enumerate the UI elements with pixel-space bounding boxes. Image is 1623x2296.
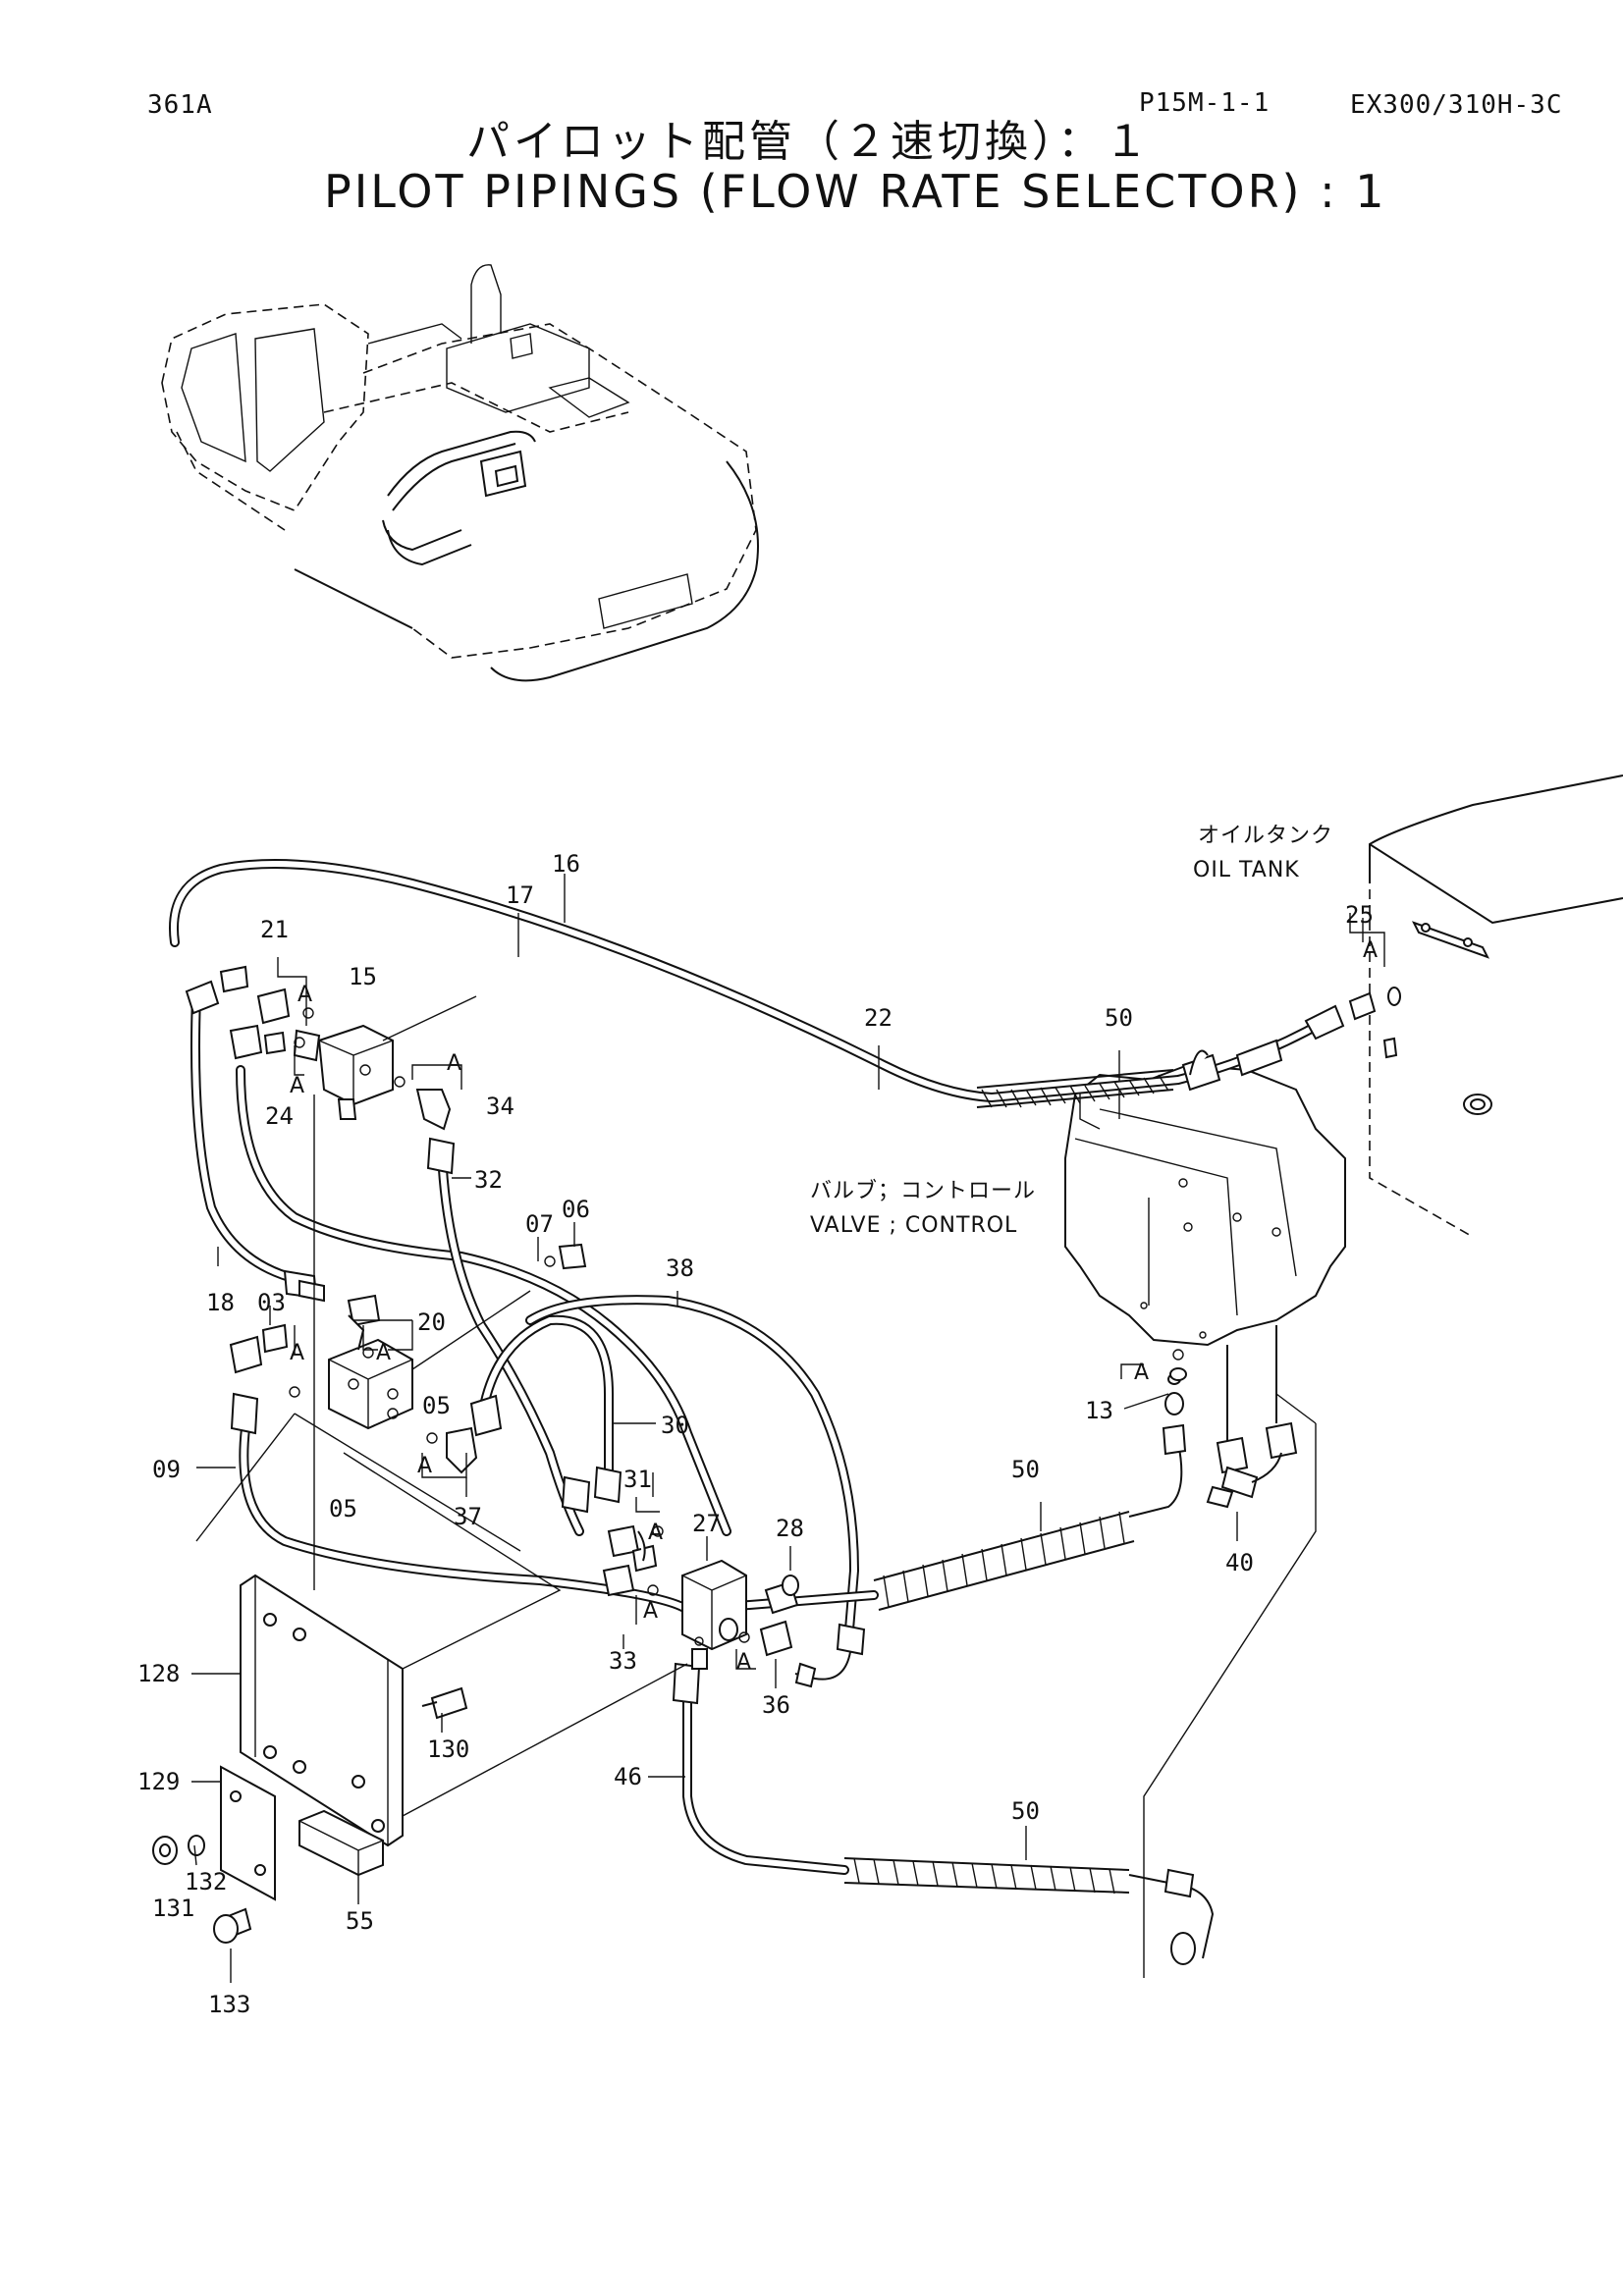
callout-label: 30 [661,1412,689,1439]
detail-a-marker: A [1363,938,1379,963]
detail-a-marker: A [736,1650,752,1675]
bracket-128 [240,1574,404,1847]
callout-label: 131 [152,1895,194,1922]
callout-label: 18 [206,1289,235,1316]
callout-label: 129 [137,1768,180,1795]
callout-label: 05 [422,1392,451,1419]
detail-a-marker: A [648,1521,664,1545]
block-15 [293,1024,394,1120]
annotations: オイルタンク OIL TANK バルブ；コントロール VALVE ; CONTR… [810,824,1333,1238]
page-title: PILOT PIPINGS (FLOW RATE SELECTOR) : 1 [324,165,1387,218]
callout-label: 46 [614,1763,642,1790]
page-code: 361A [147,90,213,120]
callout-label: 33 [609,1647,637,1675]
oil-tank-label: OIL TANK [1193,858,1300,882]
callout-label: 06 [562,1196,590,1223]
callout-label: 21 [260,916,289,943]
callout-label: 20 [417,1308,446,1336]
detail-a-marker: A [376,1341,392,1365]
section-code: P15M-1-1 [1139,88,1271,118]
callout-label: 36 [762,1691,790,1719]
detail-a-marker: A [290,1341,305,1365]
callout-leaders [191,874,1364,1983]
pipe-22-end-fittings [1181,987,1401,1092]
callout-label: 16 [552,850,580,878]
callout-label: 128 [137,1660,180,1687]
callout-label: 05 [329,1495,357,1522]
detail-a-marker: A [417,1454,433,1478]
hose-18 [190,991,325,1303]
callout-label: 40 [1225,1549,1254,1576]
control-valve-label: VALVE ; CONTROL [810,1213,1017,1238]
fitting-13 [1169,1349,1187,1381]
detail-brackets [277,913,1385,1670]
fitting-28 [764,1575,799,1615]
detail-a-marker: A [643,1599,659,1624]
callout-label: 13 [1085,1397,1113,1424]
callouts: 16 17 21 15 24 34 22 50 25 32 07 06 38 1… [137,850,1374,2018]
fitting-40 [1206,1421,1298,1509]
protector-50-upper [976,1069,1174,1108]
callout-label: 15 [349,963,377,990]
callout-label: 25 [1345,901,1374,929]
callout-label: 22 [864,1004,893,1032]
hose-24-line [236,1065,731,1536]
control-valve-label-jp: バルブ；コントロール [810,1179,1036,1203]
fitting-36 [738,1620,793,1657]
hose-09 [230,1392,692,1615]
callout-label: 34 [486,1093,514,1120]
hose-30 [476,1314,614,1482]
callout-label: 37 [454,1503,482,1530]
callout-label: 07 [525,1210,554,1238]
callout-label: 28 [776,1515,804,1542]
fitting-34 [394,1076,452,1131]
callout-label: 27 [692,1510,721,1537]
pad-55 [298,1809,384,1877]
fittings-31-33 [561,1466,664,1597]
callout-label: 50 [1011,1797,1040,1825]
detail-a-marker: A [1134,1361,1150,1385]
hose-46 [672,1662,849,1875]
fitting-32-top [426,1137,456,1175]
oil-tank-label-jp: オイルタンク [1198,824,1333,848]
callout-label: 130 [427,1735,469,1763]
detail-a-marker: A [298,983,313,1007]
callout-label: 09 [152,1456,181,1483]
callout-label: 50 [1011,1456,1040,1483]
pipe-22 [169,859,1330,1103]
fittings-21-24 [185,965,314,1060]
callout-label: 38 [666,1255,694,1282]
callout-label: 03 [257,1289,286,1316]
callout-label: 31 [623,1466,652,1493]
callout-label: 50 [1105,1004,1133,1032]
callout-label: 32 [474,1166,503,1194]
hose-32 [437,1148,584,1536]
block-27 [681,1559,747,1670]
model-number: EX300/310H-3C [1350,90,1563,120]
control-valve-icon [1064,1063,1346,1443]
oil-tank-icon [1369,774,1623,1238]
detail-markers: A A A A A A A A A A A [290,938,1379,1675]
bolts-130-133 [152,1686,468,1944]
callout-label: 17 [506,881,534,909]
detail-a-marker: A [290,1074,305,1098]
bracket-129 [220,1765,276,1901]
page-title-japanese: パイロット配管（２速切換）：１ [466,117,1152,167]
callout-label: 133 [208,1991,250,2018]
callout-label: 132 [185,1868,227,1896]
callout-label: 24 [265,1102,294,1130]
hose-38 [525,1295,866,1688]
protector-50-lower [843,1857,1215,1965]
block-05 [328,1338,413,1430]
detail-a-marker: A [447,1051,462,1076]
callout-label: 55 [346,1907,374,1935]
excavator-overview-icon [161,264,759,682]
leader-lines [195,995,1317,1978]
